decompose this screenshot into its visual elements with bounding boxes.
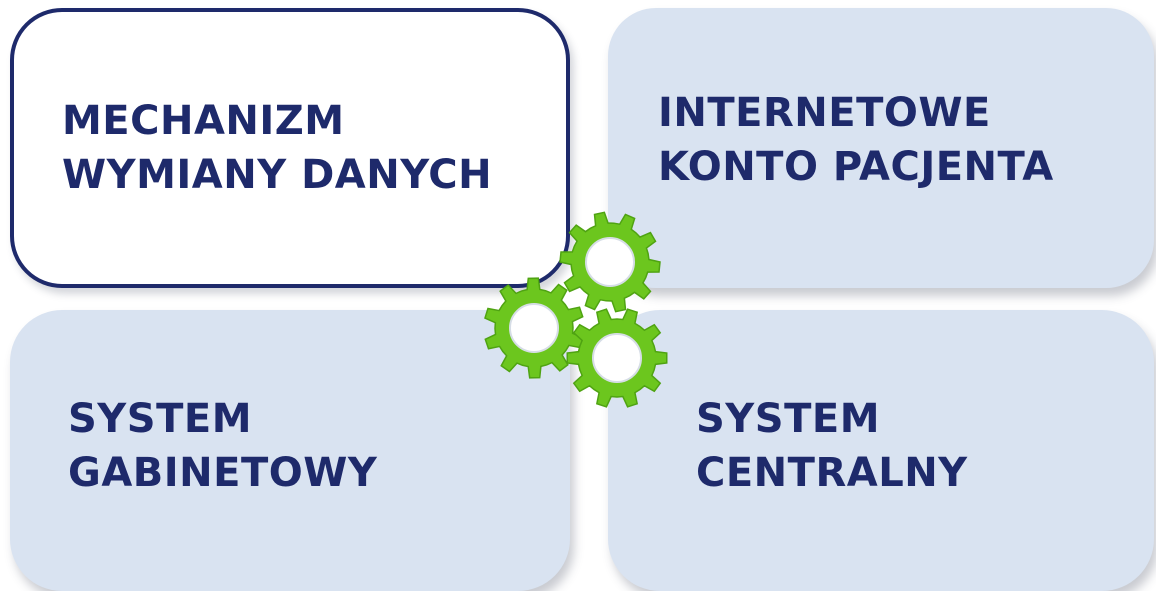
box-label-line2: WYMIANY DANYCH [62,152,493,198]
box-label-line2: KONTO PACJENTA [658,144,1054,190]
box-label-line1: SYSTEM [696,396,880,442]
gear-icon [559,211,661,313]
box-mechanizm-wymiany-danych: MECHANIZM WYMIANY DANYCH [10,8,570,288]
box-label: SYSTEM CENTRALNY [696,392,968,500]
box-label-line2: CENTRALNY [696,450,968,496]
box-system-centralny: SYSTEM CENTRALNY [608,310,1154,591]
box-label: INTERNETOWE KONTO PACJENTA [658,86,1054,194]
box-label-line1: SYSTEM [68,396,252,442]
box-label-line1: MECHANIZM [62,98,345,144]
gear-icon [566,308,668,408]
box-label: SYSTEM GABINETOWY [68,392,377,500]
box-system-gabinetowy: SYSTEM GABINETOWY [10,310,570,591]
box-internetowe-konto-pacjenta: INTERNETOWE KONTO PACJENTA [608,8,1154,288]
box-label-line1: INTERNETOWE [658,90,991,136]
box-label-line2: GABINETOWY [68,450,378,496]
box-label: MECHANIZM WYMIANY DANYCH [62,94,492,202]
gears-icon-group [484,211,668,408]
gear-icon [484,277,584,379]
